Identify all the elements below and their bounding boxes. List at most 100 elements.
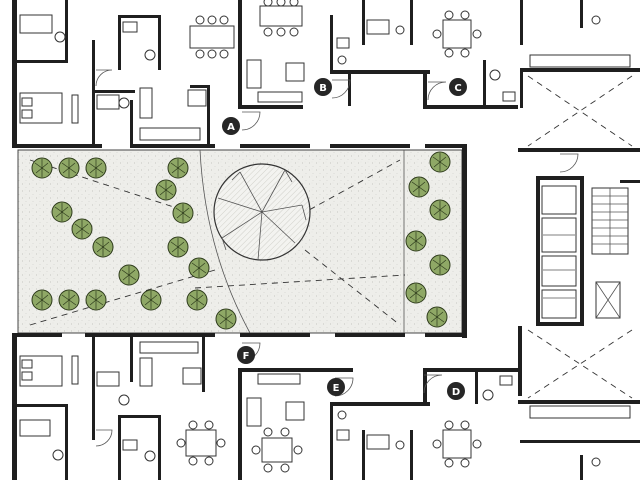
tree [31, 289, 53, 311]
tree [188, 257, 210, 279]
bathtub [19, 14, 53, 34]
svg-text:D: D [452, 387, 460, 398]
tree-grove [31, 151, 451, 330]
tree [155, 179, 177, 201]
sofa [139, 357, 153, 387]
tree [429, 151, 451, 173]
armchair [182, 367, 202, 385]
pillow [21, 109, 33, 119]
toilet [337, 55, 347, 65]
toilet [591, 15, 601, 25]
kitchen-counter [529, 405, 631, 419]
fixtures [19, 0, 633, 473]
door-swing [95, 429, 113, 447]
dining-table [432, 420, 482, 468]
tree [85, 157, 107, 179]
tree [172, 202, 194, 224]
kitchen-counter [139, 127, 201, 141]
pillow [21, 371, 33, 381]
tree [429, 254, 451, 276]
dining-table [259, 0, 303, 37]
bathtub [19, 419, 51, 437]
elevator [541, 185, 577, 215]
bathtub [96, 371, 120, 387]
svg-text:A: A [227, 122, 235, 133]
tree [51, 201, 73, 223]
unit-marker-e: E [327, 378, 345, 396]
kitchen-counter [257, 91, 303, 103]
courtyard-diagonal [194, 274, 406, 289]
unit-marker-f: F [237, 346, 255, 364]
courtyard-diagonal [29, 159, 199, 216]
toilet [144, 450, 156, 462]
door-swing [95, 69, 113, 87]
sink [499, 375, 513, 386]
svg-text:F: F [243, 351, 250, 362]
sofa [246, 397, 262, 427]
toilet [591, 457, 601, 467]
unit-marker-c: C [449, 78, 467, 96]
tree [118, 264, 140, 286]
unit-marker-a: A [222, 117, 240, 135]
bathtub [366, 19, 390, 35]
stair-void [595, 281, 621, 319]
svg-text:C: C [454, 83, 461, 94]
tree [85, 289, 107, 311]
wardrobe [71, 355, 79, 385]
door-swing [331, 79, 351, 99]
pillow [21, 359, 33, 369]
toilet [144, 49, 156, 61]
toilet [118, 394, 130, 406]
toilet [118, 97, 130, 109]
door-swing [241, 111, 261, 131]
courtyard-diagonal [304, 249, 401, 326]
kitchen-counter [139, 341, 199, 354]
dining-table [251, 427, 303, 473]
sink [336, 429, 350, 441]
sofa [139, 87, 153, 119]
elevator [541, 289, 577, 319]
door-swing [427, 81, 447, 101]
toilet [52, 449, 64, 461]
armchair [187, 89, 207, 107]
bathtub [96, 94, 120, 110]
toilet [395, 440, 405, 450]
walls [12, 0, 640, 480]
door-swing [559, 153, 579, 173]
garden-curve-left [199, 149, 251, 334]
bathtub [366, 434, 390, 450]
dining-table [189, 15, 235, 59]
armchair [285, 62, 305, 82]
tree [58, 289, 80, 311]
tree [408, 176, 430, 198]
courtyard-diagonal [299, 159, 401, 216]
void-top [527, 75, 633, 147]
door-swing [423, 374, 443, 394]
tree [215, 308, 237, 330]
sink [122, 439, 138, 451]
armchair [285, 401, 305, 421]
toilet [395, 25, 405, 35]
tree [167, 236, 189, 258]
dining-table [176, 420, 226, 466]
pillow [21, 97, 33, 107]
tree [31, 157, 53, 179]
unit-marker-d: D [447, 382, 465, 400]
central-tree [213, 163, 311, 261]
dining-table [432, 10, 482, 58]
void-bottom [527, 329, 633, 399]
elevator [541, 255, 577, 287]
tree [186, 289, 208, 311]
kitchen-counter [257, 373, 301, 385]
tree [405, 282, 427, 304]
unit-marker-b: B [314, 78, 332, 96]
wardrobe [71, 94, 79, 124]
sink [502, 91, 516, 102]
tree [58, 157, 80, 179]
svg-text:B: B [319, 83, 327, 94]
toilet [482, 389, 494, 401]
tree [405, 230, 427, 252]
sink [336, 37, 350, 49]
unit-markers: A B C D E F [222, 78, 467, 400]
